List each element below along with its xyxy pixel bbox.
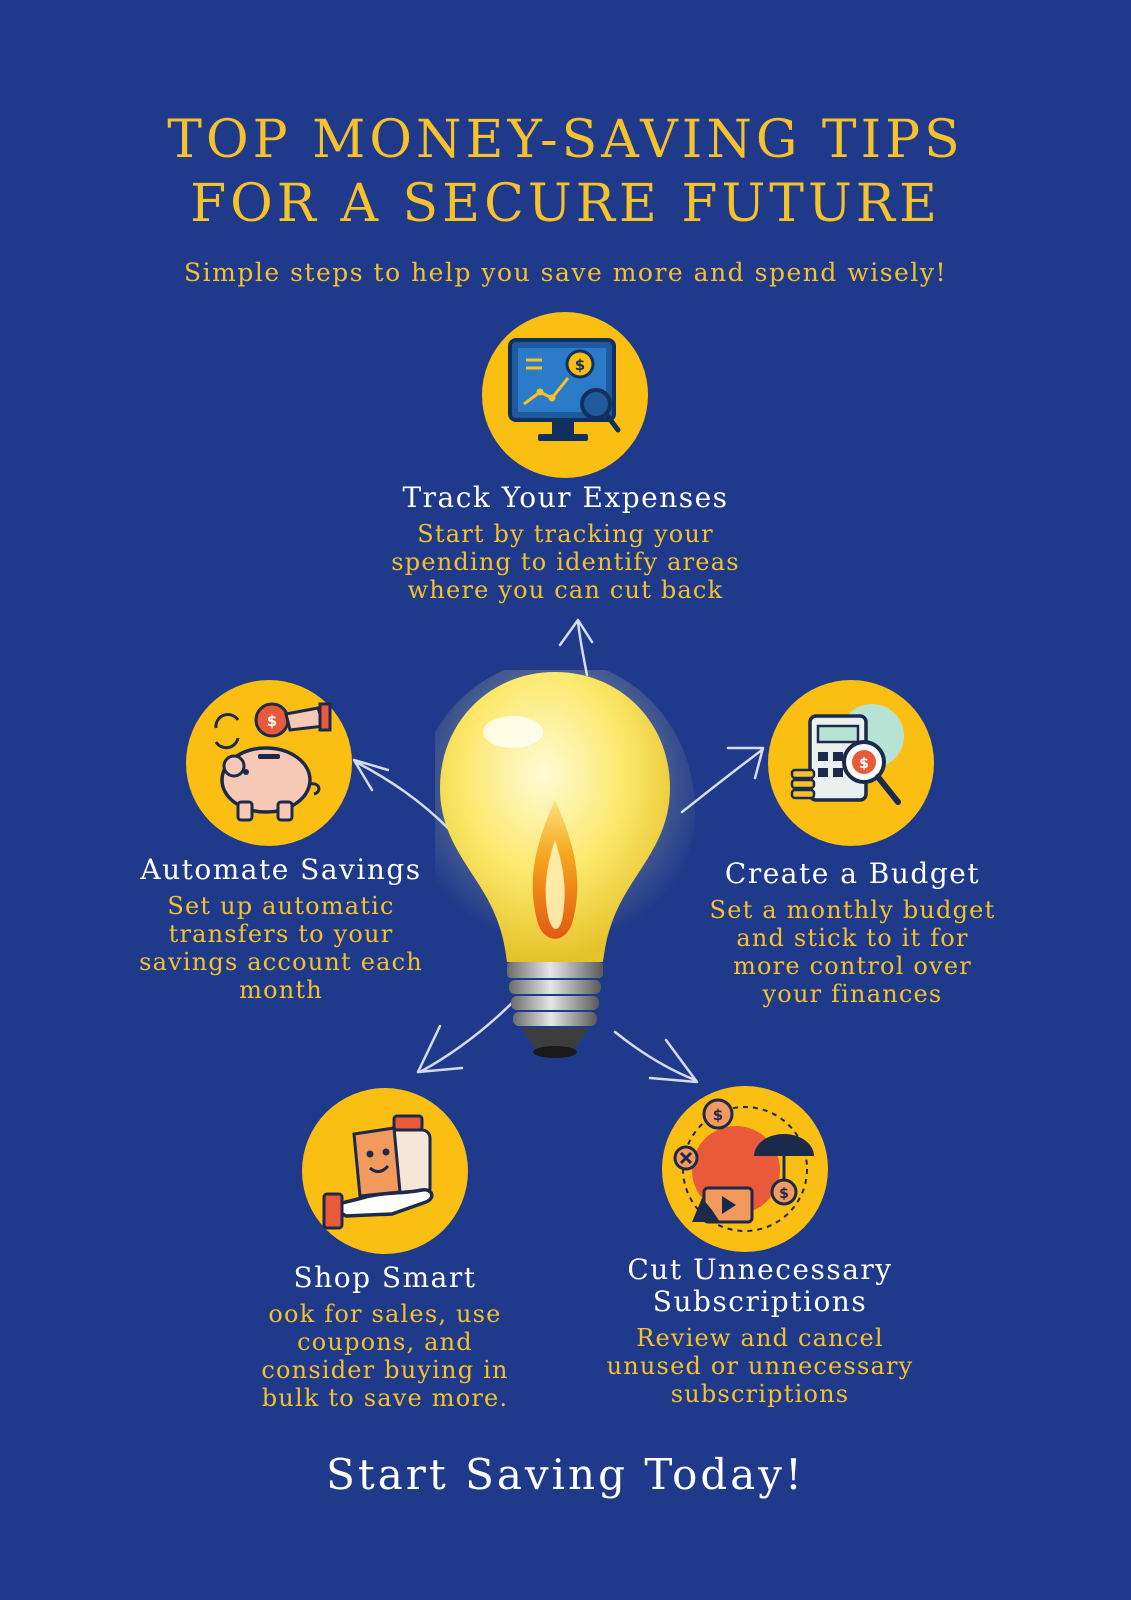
tip-title: Shop Smart bbox=[293, 1261, 477, 1294]
tip-description: Start by tracking your spending to ident… bbox=[330, 520, 801, 604]
tip-title: Cut Unnecessary Subscriptions bbox=[575, 1254, 945, 1318]
badge-track-expenses: $ bbox=[482, 312, 648, 478]
tip-line: ook for sales, use bbox=[268, 1300, 502, 1328]
tip-line: where you can cut back bbox=[407, 576, 724, 604]
tip-line: Set a monthly budget bbox=[709, 896, 996, 924]
tip-title: Track Your Expenses bbox=[402, 481, 729, 514]
badge-create-budget: $ bbox=[768, 680, 934, 846]
expense-tracking-monitor-icon: $ bbox=[508, 338, 621, 441]
arrow-to-subscriptions bbox=[613, 1030, 699, 1084]
svg-text:$: $ bbox=[575, 356, 585, 374]
shopping-hand-icon bbox=[322, 1114, 434, 1230]
call-to-action: Start Saving Today! bbox=[326, 1450, 805, 1499]
badge-shop-smart bbox=[302, 1088, 468, 1254]
tip-line: Start by tracking your bbox=[417, 520, 714, 548]
page-title: TOP MONEY-SAVING TIPS FOR A SECURE FUTUR… bbox=[0, 108, 1131, 236]
tip-title: Create a Budget bbox=[724, 857, 981, 890]
badge-cut-subscriptions: $ $ bbox=[662, 1086, 828, 1252]
subscriptions-umbrella-icon: $ $ bbox=[673, 1098, 814, 1232]
svg-text:$: $ bbox=[859, 756, 869, 772]
tip-description: Set up automatic transfers to your savin… bbox=[100, 892, 462, 1004]
budget-calculator-icon: $ bbox=[790, 704, 904, 805]
title-line-1: TOP MONEY-SAVING TIPS bbox=[167, 110, 964, 170]
tip-title: Automate Savings bbox=[140, 853, 422, 886]
tip-line: and stick to it for bbox=[736, 924, 969, 952]
tip-description: ook for sales, use coupons, and consider… bbox=[230, 1300, 540, 1412]
tip-line: subscriptions bbox=[670, 1380, 850, 1408]
tip-line: unused or unnecessary bbox=[606, 1352, 914, 1380]
tip-line: transfers to your bbox=[168, 920, 394, 948]
arrow-to-track bbox=[558, 618, 594, 677]
tip-track-expenses: Track Your Expenses Start by tracking yo… bbox=[330, 481, 801, 605]
tip-line: more control over bbox=[733, 952, 972, 980]
tip-line: month bbox=[239, 976, 323, 1004]
tip-title-line: Subscriptions bbox=[652, 1285, 868, 1318]
svg-text:$: $ bbox=[779, 1186, 789, 1202]
tip-line: coupons, and bbox=[297, 1328, 473, 1356]
tip-line: spending to identify areas bbox=[391, 548, 740, 576]
tip-automate-savings: Automate Savings Set up automatic transf… bbox=[100, 853, 462, 1005]
tip-line: consider buying in bbox=[261, 1356, 509, 1384]
title-line-2: FOR A SECURE FUTURE bbox=[190, 174, 941, 234]
tip-line: Review and cancel bbox=[636, 1324, 884, 1352]
tip-shop-smart: Shop Smart ook for sales, use coupons, a… bbox=[230, 1261, 540, 1413]
tip-cut-subscriptions: Cut Unnecessary Subscriptions Review and… bbox=[575, 1254, 945, 1409]
tip-line: Set up automatic bbox=[167, 892, 395, 920]
arrow-to-shop bbox=[416, 998, 517, 1074]
badge-automate-savings: $ bbox=[186, 680, 352, 846]
tip-title-line: Cut Unnecessary bbox=[627, 1253, 893, 1286]
svg-text:$: $ bbox=[267, 712, 277, 730]
piggy-bank-icon: $ bbox=[214, 702, 332, 822]
tip-description: Set a monthly budget and stick to it for… bbox=[680, 896, 1025, 1008]
tip-line: your finances bbox=[762, 980, 943, 1008]
svg-text:$: $ bbox=[713, 1106, 723, 1124]
tip-description: Review and cancel unused or unnecessary … bbox=[575, 1324, 945, 1408]
tip-line: bulk to save more. bbox=[261, 1384, 509, 1412]
tip-create-budget: Create a Budget Set a monthly budget and… bbox=[680, 857, 1025, 1009]
page-subtitle: Simple steps to help you save more and s… bbox=[184, 258, 947, 287]
tip-line: savings account each bbox=[139, 948, 423, 976]
lightbulb-icon bbox=[435, 670, 695, 1058]
